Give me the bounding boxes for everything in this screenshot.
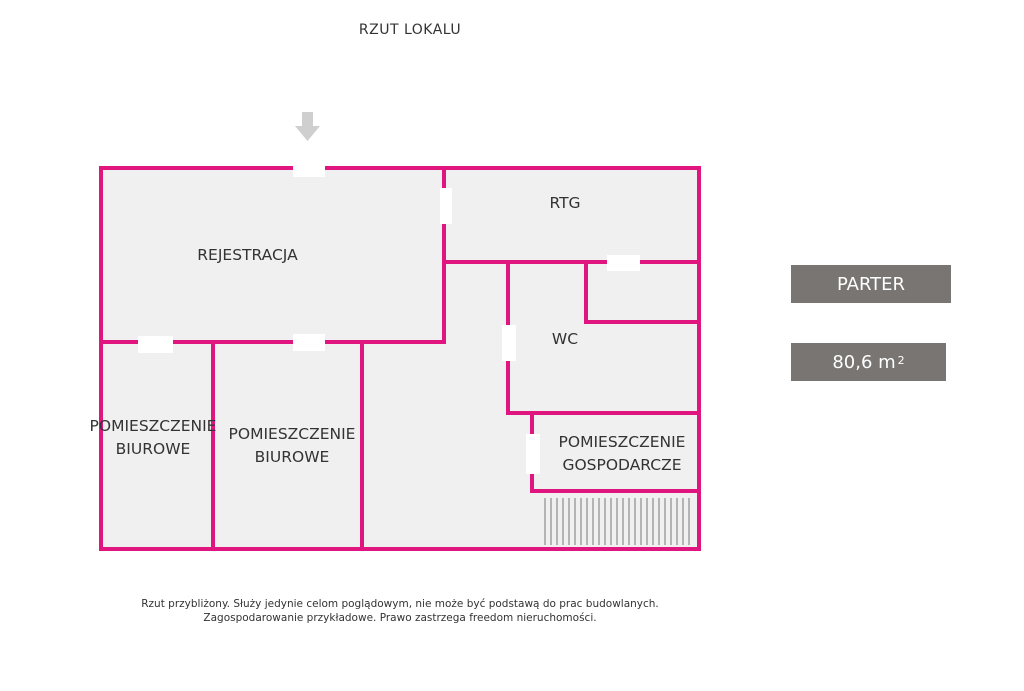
room-label-utility-line2: GOSPODARCZE	[562, 456, 682, 474]
disclaimer-line-1: Rzut przybliżony. Służy jedynie celom po…	[141, 598, 659, 610]
entrance-arrow-icon	[295, 112, 320, 141]
room-label-utility-line1: POMIESZCZENIE	[558, 433, 686, 451]
walls	[99, 166, 701, 551]
area-badge-unit: 2	[897, 353, 905, 367]
disclaimer-line-2: Zagospodarowanie przykładowe. Prawo zast…	[203, 612, 597, 624]
room-label-office-2-line2: BIUROWE	[254, 448, 330, 466]
area-badge-value: 80,6 m	[832, 351, 896, 373]
floor-area	[101, 168, 699, 549]
floor-badge-label: PARTER	[836, 273, 906, 295]
room-label-office-1-line1: POMIESZCZENIE	[89, 417, 217, 435]
room-label-rejestracja: REJESTRACJA	[197, 246, 298, 264]
room-label-office-1-line2: BIUROWE	[115, 440, 191, 458]
room-label-rtg: RTG	[549, 194, 581, 212]
room-label-office-2-line1: POMIESZCZENIE	[228, 425, 356, 443]
floor-badge: PARTER	[791, 265, 951, 303]
room-label-office-2: POMIESZCZENIE BIUROWE	[222, 423, 362, 469]
door-openings	[138, 162, 640, 474]
room-label-wc: WC	[551, 330, 579, 348]
disclaimer: Rzut przybliżony. Służy jedynie celom po…	[90, 597, 710, 625]
room-label-office-1: POMIESZCZENIE BIUROWE	[88, 415, 218, 461]
page-title: RZUT LOKALU	[358, 22, 462, 38]
stairs	[544, 498, 690, 545]
room-label-utility: POMIESZCZENIE GOSPODARCZE	[548, 431, 696, 477]
